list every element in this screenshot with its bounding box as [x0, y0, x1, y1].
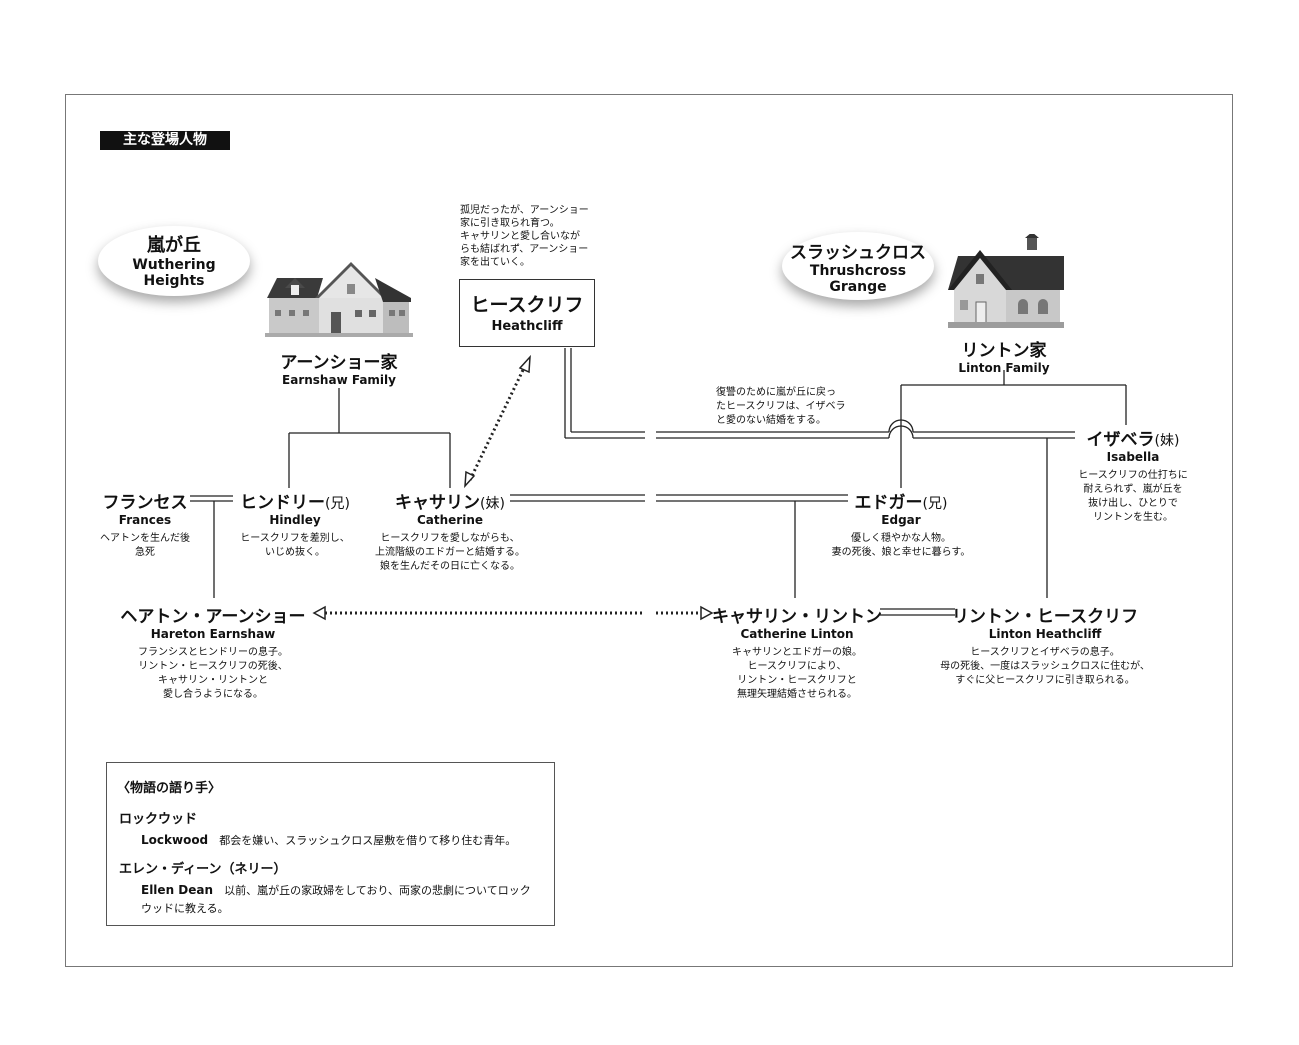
- edgar-desc: 優しく穏やかな人物。 妻の死後、娘と幸せに暮らす。: [831, 533, 971, 558]
- frances-en: Frances: [118, 513, 172, 527]
- isabella-suffix: (妹): [1154, 433, 1180, 449]
- narrator-box: 〈物語の語り手〉 ロックウッド Lockwood 都会を嫌い、スラッシュクロス屋…: [106, 762, 555, 926]
- isabella-jp: イザベラ: [1086, 430, 1155, 450]
- farmhouse-icon: [265, 262, 413, 337]
- arrow-head-icon: [312, 605, 326, 621]
- ellen-desc-line1: 以前、嵐が丘の家政婦をしており、両家の悲劇についてロック: [224, 884, 531, 897]
- heathcliff-desc: 孤児だったが、アーンショー 家に引き取られ育つ。 キャサリンと愛し合いなが らも…: [460, 205, 589, 268]
- wuthering-heights-en2: Heights: [143, 273, 205, 289]
- isabella-node: イザベラ(妹) Isabella ヒースクリフの仕打ちに 耐えられず、嵐が丘を …: [1078, 425, 1188, 525]
- lockwood-en: Lockwood: [141, 833, 209, 847]
- catherine-linton-jp: キャサリン・リントン: [712, 607, 882, 627]
- heathcliff-en: Heathcliff: [491, 319, 563, 334]
- edgar-node: エドガー(兄) Edgar 優しく穏やかな人物。 妻の死後、娘と幸せに暮らす。: [832, 488, 971, 560]
- frances-desc: ヘアトンを生んだ後 急死: [100, 533, 190, 558]
- hareton-jp: ヘアトン・アーンショー: [120, 607, 306, 627]
- linton-family-jp: リントン家: [961, 341, 1047, 361]
- narrator-heading: 〈物語の語り手〉: [117, 781, 222, 796]
- diagram-frame: [65, 94, 1233, 967]
- catherine-jp: キャサリン: [395, 493, 481, 513]
- ellen-en: Ellen Dean: [141, 883, 214, 897]
- edgar-suffix: (兄): [922, 496, 948, 512]
- hindley-node: ヒンドリー(兄) Hindley ヒースクリフを差別し、 いじめ抜く。: [240, 488, 350, 560]
- thrushcross-grange-jp: スラッシュクロス: [790, 243, 926, 263]
- ellen-desc-line2: ウッドに教える。: [141, 902, 229, 915]
- thrushcross-grange-en2: Grange: [829, 279, 887, 295]
- edgar-en: Edgar: [881, 513, 921, 527]
- ellen-jp: エレン・ディーン（ネリー）: [119, 862, 287, 877]
- house-icon: [948, 234, 1064, 328]
- lockwood-jp: ロックウッド: [119, 812, 198, 827]
- thrushcross-grange-label: スラッシュクロス Thrushcross Grange: [782, 232, 934, 300]
- catherine-linton-node: キャサリン・リントン Catherine Linton キャサリンとエドガーの娘…: [712, 602, 882, 702]
- linton-heathcliff-en: Linton Heathcliff: [988, 627, 1102, 641]
- lockwood-desc: 都会を嫌い、スラッシュクロス屋敷を借りて移り住む青年。: [219, 834, 517, 847]
- hareton-node: ヘアトン・アーンショー Hareton Earnshaw フランシスとヒンドリー…: [120, 602, 305, 702]
- linton-family-en: Linton Family: [958, 361, 1050, 375]
- hindley-jp: ヒンドリー: [240, 493, 326, 513]
- frances-node: フランセス Frances ヘアトンを生んだ後 急死: [100, 488, 190, 560]
- linton-heathcliff-desc: ヒースクリフとイザベラの息子。 母の死後、一度はスラッシュクロスに住むが、 すぐ…: [940, 647, 1150, 686]
- earnshaw-family-label: アーンショー家 Earnshaw Family: [280, 348, 397, 387]
- linton-heathcliff-node: リントン・ヒースクリフ Linton Heathcliff ヒースクリフとイザベ…: [940, 602, 1150, 688]
- section-title: 主な登場人物: [100, 131, 230, 150]
- earnshaw-family-en: Earnshaw Family: [282, 373, 396, 387]
- catherine-linton-desc: キャサリンとエドガーの娘。 ヒースクリフにより、 リントン・ヒースクリフと 無理…: [732, 647, 862, 700]
- catherine-en: Catherine: [416, 513, 484, 527]
- frances-jp: フランセス: [102, 493, 188, 513]
- linton-family-label: リントン家 Linton Family: [958, 336, 1049, 375]
- hindley-suffix: (兄): [325, 496, 350, 512]
- catherine-suffix: (妹): [480, 496, 505, 512]
- isabella-desc: ヒースクリフの仕打ちに 耐えられず、嵐が丘を 抜け出し、ひとりで リントンを生む…: [1078, 470, 1188, 523]
- hindley-en: Hindley: [269, 513, 321, 527]
- arrow-head-icon: [464, 470, 476, 489]
- heathcliff-jp: ヒースクリフ: [470, 294, 584, 316]
- wuthering-heights-label: 嵐が丘 Wuthering Heights: [98, 226, 250, 296]
- thrushcross-grange-en1: Thrushcross: [809, 263, 907, 279]
- catherine-node: キャサリン(妹) Catherine ヒースクリフを愛しながらも、 上流階級のエ…: [375, 488, 525, 574]
- hindley-desc: ヒースクリフを差別し、 いじめ抜く。: [240, 533, 350, 558]
- wuthering-heights-en1: Wuthering: [132, 257, 216, 273]
- wuthering-heights-jp: 嵐が丘: [147, 235, 201, 256]
- catherine-desc: ヒースクリフを愛しながらも、 上流階級のエドガーと結婚する。 娘を生んだその日に…: [375, 533, 525, 572]
- edgar-jp: エドガー: [854, 493, 923, 513]
- arrow-head-icon: [518, 354, 531, 374]
- linton-heathcliff-jp: リントン・ヒースクリフ: [951, 607, 1139, 627]
- hareton-desc: フランシスとヒンドリーの息子。 リントン・ヒースクリフの死後、 キャサリン・リン…: [137, 647, 288, 700]
- arrow-head-icon: [700, 605, 714, 621]
- catherine-linton-en: Catherine Linton: [740, 627, 854, 641]
- hareton-en: Hareton Earnshaw: [150, 627, 276, 641]
- isabella-en: Isabella: [1106, 450, 1160, 464]
- earnshaw-family-jp: アーンショー家: [280, 353, 398, 373]
- revenge-annotation: 復讐のために嵐が丘に戻っ たヒースクリフは、イザベラ と愛のない結婚をする。: [716, 387, 846, 426]
- heathcliff-box: ヒースクリフ Heathcliff: [459, 279, 595, 347]
